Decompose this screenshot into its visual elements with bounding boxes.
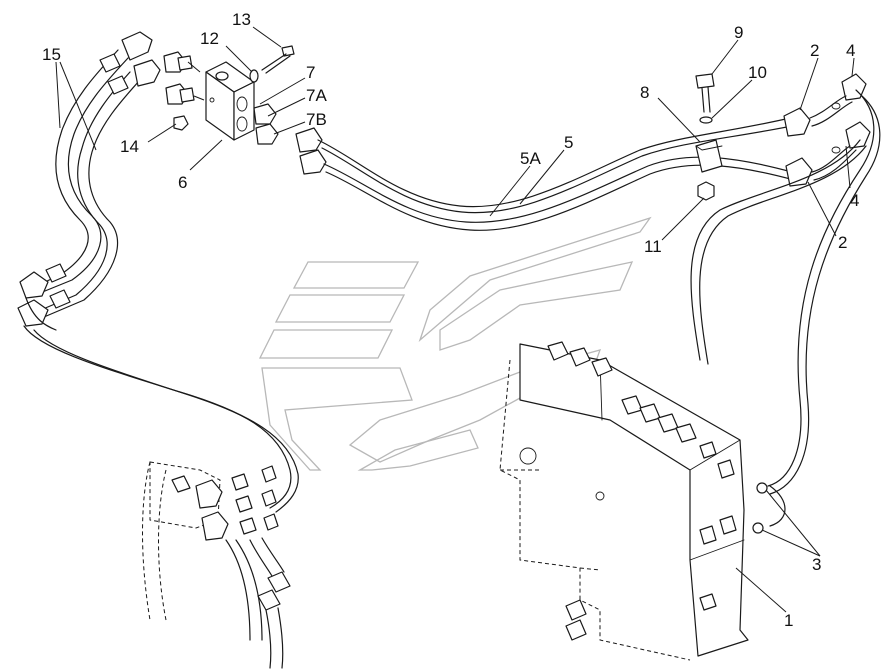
callout-11: 11 (644, 237, 662, 256)
fittings-2 (783, 107, 813, 187)
callout-3: 3 (812, 555, 821, 574)
spool-fittings (547, 341, 737, 641)
control-valve-1 (499, 341, 768, 661)
callout-10: 10 (748, 63, 767, 82)
valve-block-6 (205, 61, 255, 141)
clamp-8 (695, 139, 723, 173)
callout-2-top: 2 (810, 41, 819, 60)
leader-lines (55, 26, 855, 613)
callout-4-bottom: 4 (850, 191, 859, 210)
callout-7: 7 (306, 63, 315, 82)
callouts: 13 12 15 7 7A 7B 14 6 9 10 8 5 5A 11 2 4… (42, 10, 859, 630)
callout-6: 6 (178, 173, 187, 192)
fittings-7a-7b (253, 103, 327, 175)
nut-11 (697, 181, 715, 201)
washer-12 (249, 69, 259, 83)
elbows-4 (809, 73, 871, 181)
callout-13: 13 (232, 10, 251, 29)
callout-15: 15 (42, 45, 61, 64)
callout-12: 12 (200, 29, 219, 48)
washer-10 (699, 116, 713, 124)
watermark-logo (258, 216, 652, 471)
return-hoses (690, 89, 881, 527)
callout-7b: 7B (306, 110, 327, 129)
callout-5: 5 (564, 133, 573, 152)
adapter-fittings (163, 51, 205, 131)
callout-8: 8 (640, 83, 649, 102)
hose-assembly-15 (17, 31, 299, 513)
callout-9: 9 (734, 23, 743, 42)
callout-1: 1 (784, 611, 793, 630)
callout-5a: 5A (520, 149, 541, 168)
callout-14: 14 (120, 137, 139, 156)
lower-left-valve-group (142, 461, 291, 669)
bolt-13 (261, 45, 295, 74)
callout-2-bottom: 2 (838, 233, 847, 252)
callout-7a: 7A (306, 86, 327, 105)
callout-4-top: 4 (846, 41, 855, 60)
hose-5 (317, 117, 793, 214)
bolt-9 (695, 73, 715, 113)
